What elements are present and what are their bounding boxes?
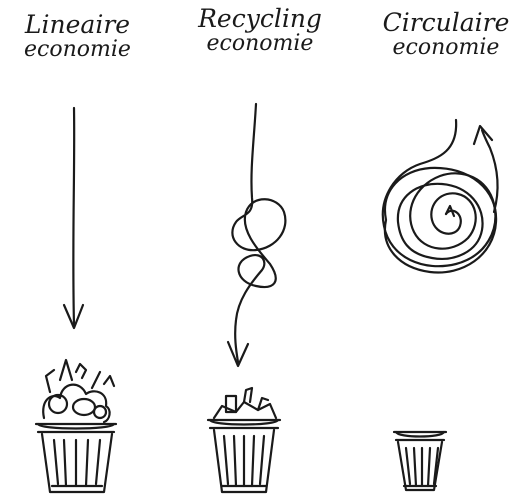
linear-trash-bin-icon — [36, 360, 116, 492]
recycling-trash-bin-icon — [208, 388, 280, 492]
linear-arrow — [64, 108, 83, 328]
recycling-arrow — [228, 104, 285, 366]
circular-trash-bin-icon — [394, 432, 446, 490]
circular-spiral-arrow — [383, 120, 498, 273]
